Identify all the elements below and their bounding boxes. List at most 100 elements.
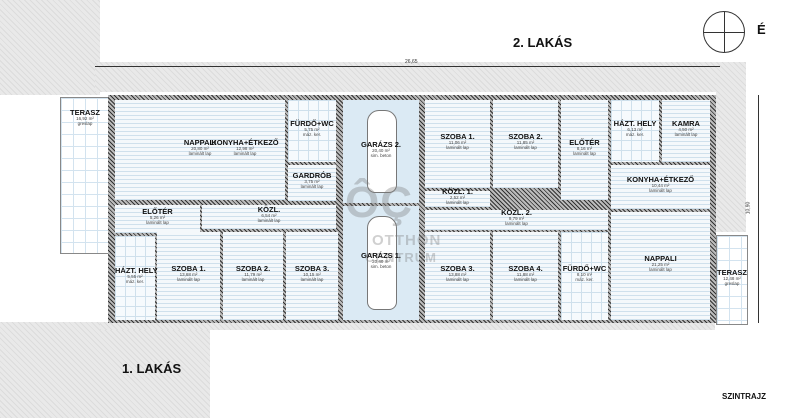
room-name: KÖZL. — [257, 205, 281, 215]
room-floor: sim. beton — [370, 264, 392, 270]
room-name: KÖZL. 2. — [501, 208, 532, 218]
room-floor: laminált lap — [573, 151, 596, 157]
room-area: 20,80 m² — [191, 146, 209, 152]
room-area: 21,25 m² — [651, 262, 670, 268]
room-floor: laminált lap — [514, 277, 537, 283]
room-area: 5,26 m² — [149, 215, 166, 221]
watermark-logo: ÔÇ — [345, 178, 413, 227]
room-name: GARDRÓB — [292, 171, 332, 181]
unit-1-title: 1. LAKÁS — [122, 361, 182, 376]
room-name: ELŐTÉR — [569, 138, 600, 148]
terrace-area: 12,48 m² — [723, 276, 741, 282]
car-icon — [367, 110, 397, 193]
room-area: 11,85 m² — [516, 140, 535, 146]
room-area: 11,79 m² — [244, 272, 262, 278]
terrace-area: 16,92 m² — [76, 116, 94, 122]
room-area: 8,16 m² — [576, 146, 593, 152]
room-name: KAMRA — [672, 119, 700, 129]
room-area: 10,15 m² — [303, 272, 321, 278]
room-name: HÁZT. HELY — [115, 266, 158, 276]
room-area: 11,88 m² — [516, 272, 535, 278]
room-floor: laminált lap — [446, 200, 469, 206]
room-name: NAPPALI — [183, 138, 217, 148]
room-name: KONYHA+ÉTKEZŐ — [211, 138, 279, 148]
room-floor: máz. ker. — [625, 132, 645, 138]
room-name: SZOBA 3. — [294, 264, 330, 274]
room-area: 11,06 m² — [448, 140, 467, 146]
room-floor: laminált lap — [505, 221, 528, 227]
room-name: SZOBA 2. — [235, 264, 271, 274]
room-floor: laminált lap — [446, 145, 469, 151]
room-name: GARÁZS 1. — [360, 251, 401, 261]
room-floor: laminált lap — [446, 277, 469, 283]
room-area: 3,75 m² — [304, 179, 320, 185]
site-area-top-band — [95, 62, 745, 92]
room-floor: laminált lap — [257, 218, 281, 224]
room-floor: laminált lap — [674, 132, 698, 138]
room-name: KONYHA+ÉTKEZŐ — [626, 175, 695, 185]
terrace-floor: greslap — [77, 121, 93, 127]
terrace-name: TERASZ — [717, 268, 747, 278]
watermark-text-otthon: OTTHON — [372, 232, 442, 249]
room-floor: laminált lap — [233, 151, 257, 157]
room-area: 6,13 m² — [627, 127, 643, 133]
room-area: 5,75 m² — [304, 127, 320, 133]
room-area: 13,68 m² — [179, 272, 198, 278]
unit-2-title: 2. LAKÁS — [513, 35, 573, 50]
room-floor: laminált lap — [514, 145, 537, 151]
room-area: 8,10 m² — [576, 272, 593, 278]
terrace-floor: greslap — [724, 281, 740, 287]
room-name: NAPPALI — [644, 254, 677, 264]
room-area: 5,55 m² — [127, 274, 143, 280]
room-floor: sim. beton — [370, 152, 392, 158]
room-floor: máz. ker. — [575, 277, 594, 283]
total-depth-dimension-line — [758, 95, 759, 323]
room-name: SZOBA 4. — [508, 264, 543, 274]
room-name: HÁZT. HELY — [613, 119, 657, 129]
site-area-top-left — [0, 0, 100, 95]
north-arrow-compass — [703, 11, 745, 53]
room-name: ELŐTÉR — [142, 207, 173, 217]
site-area-bottom-band — [100, 322, 715, 330]
room-name: FÜRDŐ+WC — [562, 264, 607, 274]
room-area: 6,54 m² — [261, 213, 277, 219]
room-floor: laminált lap — [649, 188, 672, 194]
room-name: SZOBA 1. — [171, 264, 206, 274]
room-floor: máz. ker. — [125, 279, 145, 285]
room-name: SZOBA 2. — [508, 132, 543, 142]
room-floor: laminált lap — [146, 220, 169, 226]
room-area: 13,88 m² — [448, 272, 467, 278]
